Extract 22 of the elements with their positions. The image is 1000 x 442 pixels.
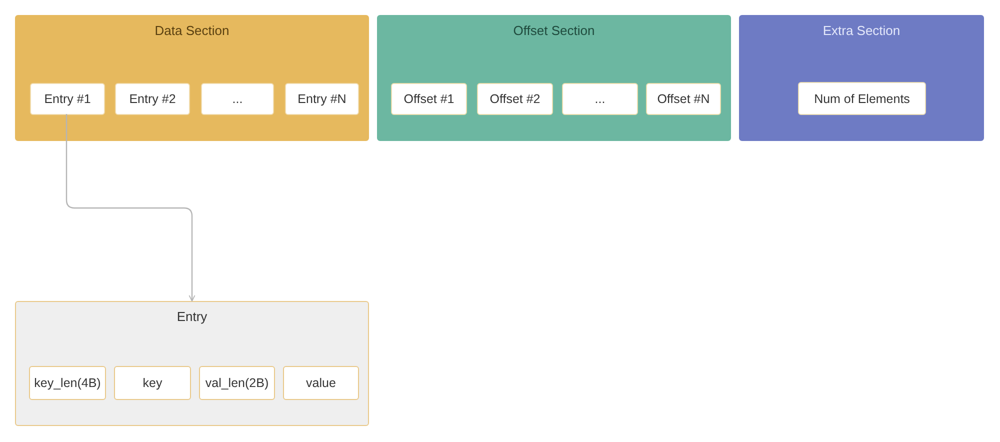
offset-section-panel	[377, 15, 731, 141]
entry-box: Entry #1	[30, 83, 105, 115]
entry-box: Entry #2	[115, 83, 190, 115]
count-box: Num of Elements	[798, 82, 926, 115]
offset-box: Offset #N	[646, 83, 721, 115]
section-title: Data Section	[154, 23, 230, 38]
connector-arrow	[66, 114, 196, 302]
field-box: key_len(4B)	[29, 366, 106, 400]
ellipsis-box: ...	[201, 83, 274, 115]
section-title: Extra Section	[822, 23, 902, 38]
extra-section-panel	[739, 15, 984, 141]
data-section-panel	[15, 15, 369, 141]
field-box: val_len(2B)	[199, 366, 275, 400]
section-title: Offset Section	[512, 23, 596, 38]
field-box: key	[114, 366, 191, 400]
offset-box: Offset #2	[477, 83, 553, 115]
offset-box: Offset #1	[391, 83, 467, 115]
section-title: Entry	[176, 309, 208, 324]
field-box: value	[283, 366, 359, 400]
ellipsis-box: ...	[562, 83, 638, 115]
entry-panel	[15, 301, 369, 426]
entry-box: Entry #N	[285, 83, 359, 115]
